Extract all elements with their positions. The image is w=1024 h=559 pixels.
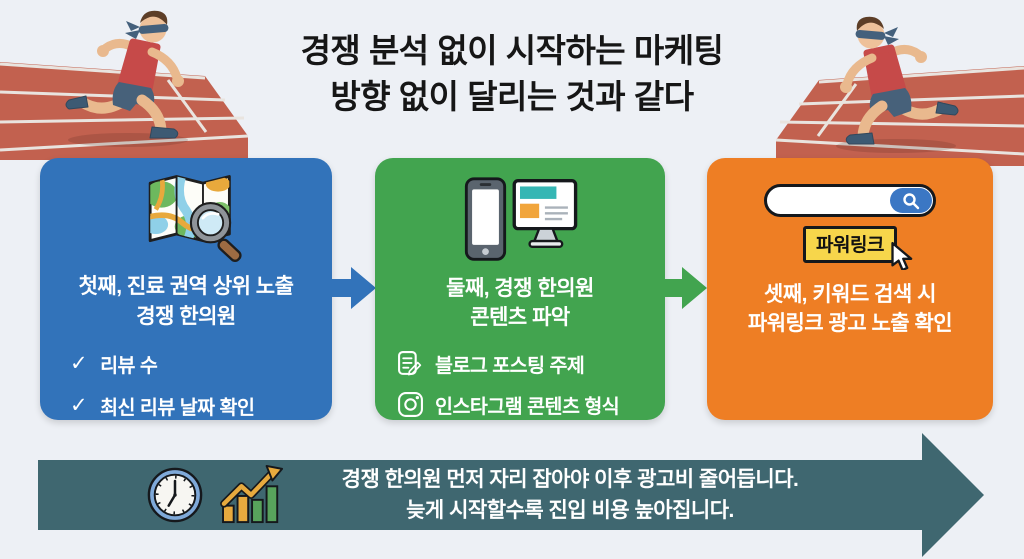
blindfolded-runner-left-illustration xyxy=(0,10,248,160)
powerlink-row: 파워링크 xyxy=(755,226,945,270)
magnifier xyxy=(189,202,242,262)
card3-title-line2: 파워링크 광고 노출 확인 xyxy=(747,312,953,336)
list-item: 블로그 포스팅 주제 xyxy=(397,349,619,378)
map-with-magnifier-icon xyxy=(148,175,242,262)
search-bar xyxy=(764,184,936,217)
search-button xyxy=(890,188,932,213)
banner-line-1: 경쟁 한의원 먼저 자리 잡아야 이후 광고비 줄어듭니다. xyxy=(341,467,799,491)
cursor-icon xyxy=(891,242,913,270)
card1-title-line2: 경쟁 한의원 xyxy=(136,304,236,328)
card1-checklist: ✓ 리뷰 수 ✓ 최신 리뷰 날짜 확인 xyxy=(70,349,255,420)
card-step2-content-analysis: 둘째, 경쟁 한의원 콘텐츠 파악 블로그 포스팅 주제 인스타그램 콘텐츠 형… xyxy=(375,158,665,420)
check-icon: ✓ xyxy=(70,352,88,375)
card-step3-powerlink-ads: 파워링크 셋째, 키워드 검색 시 파워링크 광고 노출 확인 xyxy=(707,158,993,420)
card-step1-region-competitors: 첫째, 진료 권역 상위 노출 경쟁 한의원 ✓ 리뷰 수 ✓ 최신 리뷰 날짜… xyxy=(40,158,332,420)
phone-and-monitor-icon xyxy=(464,177,578,261)
blindfolded-runner-right-illustration xyxy=(776,16,1024,166)
check-label: 리뷰 수 xyxy=(100,355,158,377)
check-label: 최신 리뷰 날짜 확인 xyxy=(100,397,255,419)
list-item: ✓ 리뷰 수 xyxy=(70,349,254,378)
clock-icon xyxy=(147,467,203,523)
list-item: 인스타그램 콘텐츠 형식 xyxy=(397,390,620,419)
blindfold xyxy=(125,21,169,39)
card2-item-list: 블로그 포스팅 주제 인스타그램 콘텐츠 형식 xyxy=(397,349,620,419)
banner-arrow-head xyxy=(922,433,984,557)
check-icon: ✓ xyxy=(70,394,88,417)
card3-title: 셋째, 키워드 검색 시 파워링크 광고 노출 확인 xyxy=(747,280,953,339)
card2-title-line1: 둘째, 경쟁 한의원 xyxy=(446,277,594,300)
card1-title: 첫째, 진료 권역 상위 노출 경쟁 한의원 xyxy=(79,272,294,331)
banner-icons xyxy=(146,465,288,525)
banner-line-2: 늦게 시작할수록 진입 비용 높아집니다. xyxy=(406,499,734,522)
banner-message: 경쟁 한의원 먼저 자리 잡아야 이후 광고비 줄어듭니다. 늦게 시작할수록 … xyxy=(288,464,922,527)
media-label: 블로그 포스팅 주제 xyxy=(435,354,585,377)
card2-title: 둘째, 경쟁 한의원 콘텐츠 파악 xyxy=(446,274,594,333)
card1-title-line1: 첫째, 진료 권역 상위 노출 xyxy=(78,275,294,299)
flow-arrow-green xyxy=(661,267,707,309)
card3-title-line1: 셋째, 키워드 검색 시 xyxy=(764,283,936,306)
media-label: 인스타그램 콘텐츠 형식 xyxy=(435,395,620,418)
title-line-2: 방향 없이 달리는 것과 같다 xyxy=(330,77,694,115)
growth-chart-icon xyxy=(220,465,284,524)
card2-title-line2: 콘텐츠 파악 xyxy=(470,306,570,330)
list-item: ✓ 최신 리뷰 날짜 확인 xyxy=(70,391,255,420)
page-title: 경쟁 분석 없이 시작하는 마케팅 방향 없이 달리는 것과 같다 xyxy=(0,28,1024,119)
flow-arrow-blue xyxy=(330,267,376,309)
bottom-banner: 경쟁 한의원 먼저 자리 잡아야 이후 광고비 줄어듭니다. 늦게 시작할수록 … xyxy=(38,460,922,530)
search-magnifier-icon xyxy=(903,192,920,209)
instagram-icon xyxy=(398,391,423,417)
blog-post-icon xyxy=(398,350,422,376)
powerlink-badge: 파워링크 xyxy=(803,226,897,263)
title-line-1: 경쟁 분석 없이 시작하는 마케팅 xyxy=(300,32,724,69)
search-bar-powerlink-icon: 파워링크 xyxy=(755,184,945,272)
